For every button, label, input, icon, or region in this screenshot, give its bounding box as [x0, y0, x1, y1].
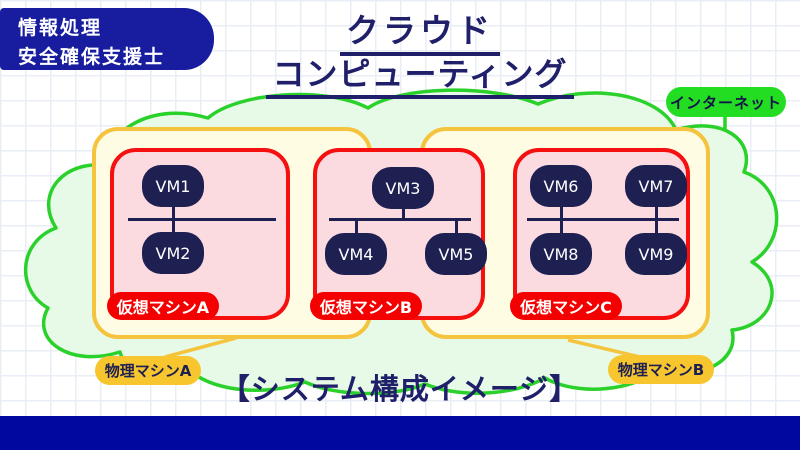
connector-bus-vm4: [355, 218, 358, 234]
certification-badge-line1: 情報処理: [18, 17, 103, 39]
physical-a-leader-line: [164, 336, 237, 359]
vm-node-vm5: VM5: [425, 233, 487, 275]
page-title-line2: コンピューティング: [266, 56, 574, 100]
bottom-bar: [0, 416, 800, 450]
physical-machine-a-label: 物理マシンA: [95, 356, 201, 385]
bus-line-b: [329, 218, 471, 221]
page-title-line1: クラウド: [340, 11, 500, 57]
vm-node-vm2: VM2: [142, 232, 204, 274]
vm-group-a-label: 仮想マシンA: [107, 292, 219, 320]
connector-vm1-vm2: [172, 207, 175, 234]
vm-group-b-box: VM3 VM4 VM5: [313, 148, 487, 320]
vm-node-vm7: VM7: [625, 165, 687, 207]
page-title: クラウド コンピューティング: [200, 11, 640, 100]
bus-line-c: [527, 218, 679, 221]
vm-group-b-label: 仮想マシンB: [310, 292, 422, 320]
vm-node-vm3: VM3: [372, 167, 434, 209]
bus-line-a: [128, 218, 276, 221]
system-caption: 【システム構成イメージ】: [220, 372, 580, 406]
connector-vm3-bus: [402, 208, 405, 220]
vm-node-vm8: VM8: [530, 233, 592, 275]
physical-machine-b-label: 物理マシンB: [608, 355, 714, 384]
vm-node-vm6: VM6: [530, 165, 592, 207]
connector-bus-vm5: [455, 218, 458, 234]
vm-node-vm1: VM1: [142, 165, 204, 207]
internet-badge: インターネット: [666, 87, 786, 117]
connector-vm6-vm8: [560, 207, 563, 235]
certification-badge: 情報処理 安全確保支援士: [0, 8, 214, 70]
vm-node-vm9: VM9: [625, 233, 687, 275]
connector-vm7-vm9: [655, 207, 658, 235]
vm-node-vm4: VM4: [325, 233, 387, 275]
certification-badge-line2: 安全確保支援士: [18, 45, 166, 68]
physical-b-leader-line: [567, 338, 641, 359]
vm-group-c-label: 仮想マシンC: [510, 292, 622, 320]
